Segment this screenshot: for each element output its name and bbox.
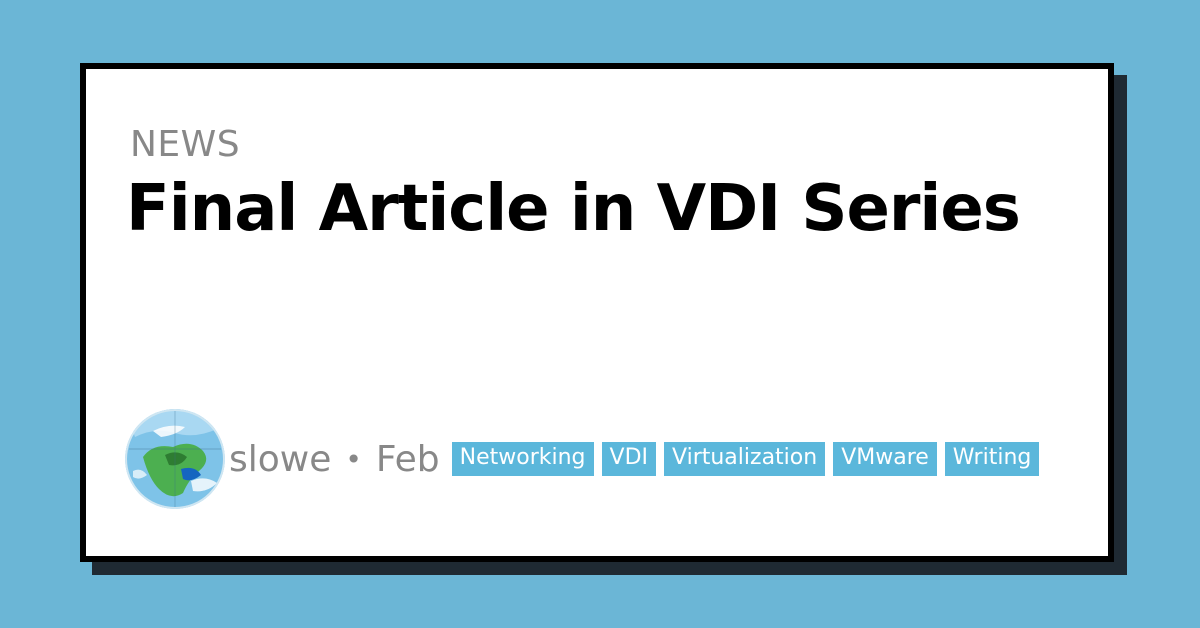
article-title[interactable]: Final Article in VDI Series <box>126 172 1021 246</box>
post-meta: slowe • Feb Networking VDI Virtualizatio… <box>125 409 1040 509</box>
tag-networking[interactable]: Networking <box>451 442 594 476</box>
author-avatar[interactable] <box>125 409 225 509</box>
article-card[interactable]: NEWS Final Article in VDI Series slowe •… <box>80 63 1114 562</box>
globe-avatar-icon <box>125 409 225 509</box>
tag-writing[interactable]: Writing <box>944 442 1040 476</box>
byline-separator: • <box>345 442 362 476</box>
category-label: NEWS <box>130 124 241 165</box>
tag-list: Networking VDI Virtualization VMware Wri… <box>451 442 1040 476</box>
post-date: Feb <box>375 438 440 480</box>
tag-vdi[interactable]: VDI <box>601 442 657 476</box>
tag-vmware[interactable]: VMware <box>833 442 937 476</box>
tag-virtualization[interactable]: Virtualization <box>664 442 826 476</box>
byline: slowe • Feb <box>229 439 440 480</box>
author-name[interactable]: slowe <box>229 438 332 480</box>
